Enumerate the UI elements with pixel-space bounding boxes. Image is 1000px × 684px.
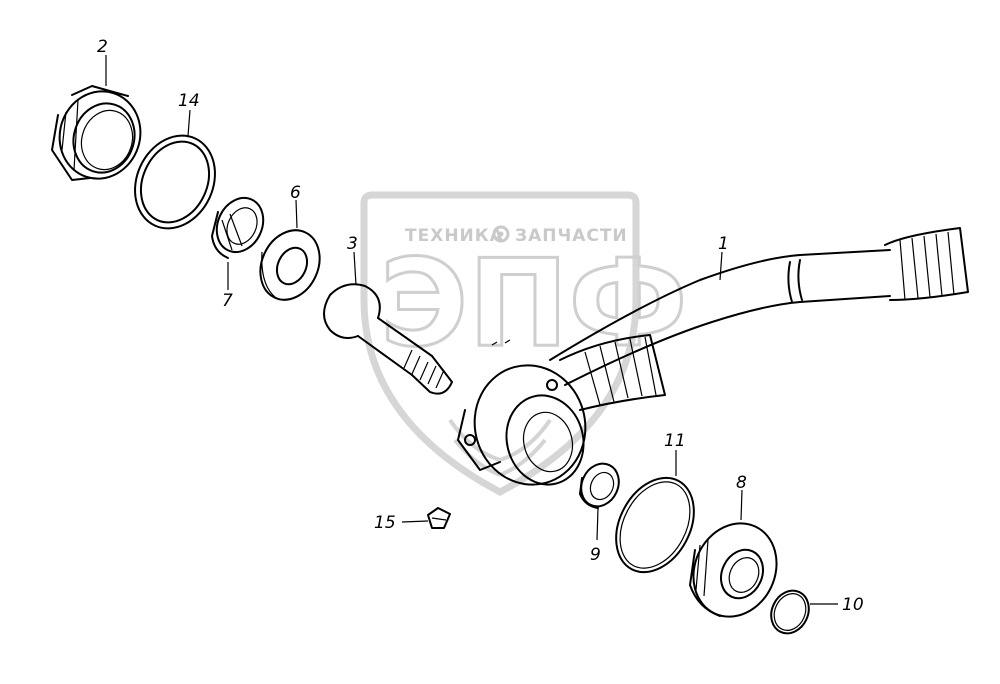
callout-10: 10 [842,595,864,615]
watermark-shield [360,191,640,496]
callout-11: 11 [664,431,686,451]
part-10-ring [770,589,810,635]
callout-6: 6 [290,183,301,203]
callout-labels: 2 14 7 6 3 1 15 9 11 8 10 [97,37,864,615]
watermark-right-text: ЗАПЧАСТИ [515,226,628,246]
part-14-ring [134,134,216,230]
part-6-washer [259,229,321,301]
leader-lines [105,55,838,605]
callout-3: 3 [347,234,358,254]
wheat-emblem-icon [448,418,552,477]
callout-8: 8 [736,473,747,493]
callout-1: 1 [718,234,729,254]
gear-icon [492,225,510,243]
part-1-tie-rod [457,227,969,486]
callout-7: 7 [222,291,233,311]
callout-2: 2 [97,37,108,57]
part-2-nut [51,85,142,181]
watermark-left-text: ТЕХНИКА [405,226,504,246]
watermark-logo-text: ЭПФ [380,235,688,374]
callout-15: 15 [374,513,396,533]
part-9-bushing [579,462,620,509]
part-8-boot [689,522,778,618]
part-11-ring [615,476,695,574]
part-7-bushing [211,196,265,259]
callout-9: 9 [590,545,601,565]
part-15-grease-fitting [427,507,451,529]
part-3-ball-pin [323,283,511,395]
callout-14: 14 [178,91,200,111]
